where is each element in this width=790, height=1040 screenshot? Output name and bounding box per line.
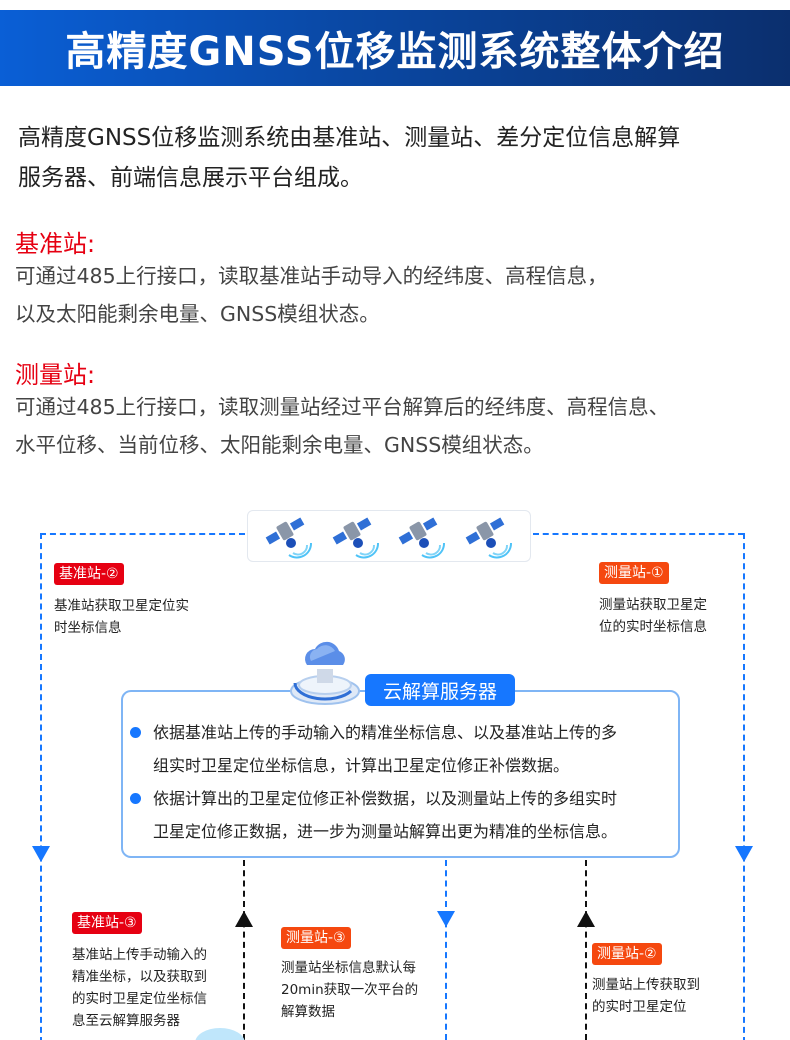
note-measure-step-3: 测量站坐标信息默认每 20min获取一次平台的 解算数据 <box>281 957 418 1023</box>
bullet-item: 依据计算出的卫星定位修正补偿数据，以及测量站上传的多组实时 卫星定位修正数据，进… <box>130 782 675 848</box>
connector-right-vertical <box>743 533 745 1040</box>
note-base-step-2: 基准站获取卫星定位实 时坐标信息 <box>54 595 189 639</box>
base-station-line-2: 以及太阳能剩余电量、GNSS模组状态。 <box>15 302 380 326</box>
connector-top-left <box>40 533 245 535</box>
bullet-line: 卫星定位修正数据，进一步为测量站解算出更为精准的坐标信息。 <box>153 822 618 841</box>
globe-icon <box>195 1028 245 1040</box>
note-line: 测量站坐标信息默认每 <box>281 960 416 976</box>
note-line: 位的实时坐标信息 <box>599 619 707 635</box>
arrow-down-left-icon <box>32 846 50 862</box>
tag-base-step-2: 基准站-② <box>54 563 124 585</box>
note-line: 精准坐标，以及获取到 <box>72 969 207 985</box>
connector-measure-upload <box>585 860 587 1040</box>
connector-base-upload <box>243 860 245 1040</box>
measure-station-line-1: 可通过485上行接口，读取测量站经过平台解算后的经纬度、高程信息、 <box>15 395 670 419</box>
note-line: 的实时卫星定位 <box>592 999 687 1015</box>
note-line: 测量站上传获取到 <box>592 977 700 993</box>
intro-line-2: 服务器、前端信息展示平台组成。 <box>18 165 363 191</box>
connector-left-vertical <box>40 533 42 1040</box>
header-banner: 高精度GNSS位移监测系统整体介绍 <box>0 10 790 86</box>
cloud-server-panel <box>121 690 680 858</box>
satellite-icon <box>463 513 515 559</box>
bullet-line: 依据基准站上传的手动输入的精准坐标信息、以及基准站上传的多 <box>153 723 618 742</box>
bullet-line: 依据计算出的卫星定位修正补偿数据，以及测量站上传的多组实时 <box>153 789 618 808</box>
connector-server-download <box>445 860 447 1040</box>
arrow-down-right-icon <box>735 846 753 862</box>
measure-station-description: 可通过485上行接口，读取测量站经过平台解算后的经纬度、高程信息、 水平位移、当… <box>15 388 790 464</box>
satellite-group <box>247 510 531 562</box>
arrow-down-center-icon <box>437 911 455 927</box>
intro-line-1: 高精度GNSS位移监测系统由基准站、测量站、差分定位信息解算 <box>18 125 681 151</box>
note-measure-step-2: 测量站上传获取到 的实时卫星定位 <box>592 974 700 1018</box>
intro-paragraph: 高精度GNSS位移监测系统由基准站、测量站、差分定位信息解算 服务器、前端信息展… <box>18 118 788 198</box>
measure-station-heading: 测量站: <box>15 361 96 389</box>
note-line: 解算数据 <box>281 1004 335 1020</box>
connector-top-right <box>533 533 744 535</box>
note-line: 的实时卫星定位坐标信 <box>72 991 207 1007</box>
arrow-up-base-icon <box>235 911 253 927</box>
satellite-icon <box>263 513 315 559</box>
note-line: 测量站获取卫星定 <box>599 597 707 613</box>
bullet-item: 依据基准站上传的手动输入的精准坐标信息、以及基准站上传的多 组实时卫星定位坐标信… <box>130 716 675 782</box>
note-line: 基准站上传手动输入的 <box>72 947 207 963</box>
note-measure-step-1: 测量站获取卫星定 位的实时坐标信息 <box>599 594 707 638</box>
satellite-icon <box>396 513 448 559</box>
tag-measure-step-3: 测量站-③ <box>281 927 351 949</box>
satellite-icon <box>330 513 382 559</box>
base-station-description: 可通过485上行接口，读取基准站手动导入的经纬度、高程信息， 以及太阳能剩余电量… <box>15 257 790 333</box>
bullet-line: 组实时卫星定位坐标信息，计算出卫星定位修正补偿数据。 <box>153 756 570 775</box>
note-line: 基准站获取卫星定位实 <box>54 598 189 614</box>
page-title: 高精度GNSS位移监测系统整体介绍 <box>65 29 725 75</box>
bullet-dot-icon <box>130 727 141 738</box>
note-line: 息至云解算服务器 <box>72 1013 180 1029</box>
cloud-server-icon <box>283 625 368 710</box>
note-line: 20min获取一次平台的 <box>281 982 419 998</box>
cloud-server-bullets: 依据基准站上传的手动输入的精准坐标信息、以及基准站上传的多 组实时卫星定位坐标信… <box>130 716 675 848</box>
measure-station-line-2: 水平位移、当前位移、太阳能剩余电量、GNSS模组状态。 <box>15 433 544 457</box>
note-line: 时坐标信息 <box>54 620 122 636</box>
arrow-up-measure-icon <box>577 911 595 927</box>
tag-measure-step-2: 测量站-② <box>592 943 662 965</box>
base-station-heading: 基准站: <box>15 230 96 258</box>
tag-measure-step-1: 测量站-① <box>599 562 669 584</box>
tag-base-step-3: 基准站-③ <box>72 912 142 934</box>
cloud-server-label: 云解算服务器 <box>365 674 515 706</box>
base-station-line-1: 可通过485上行接口，读取基准站手动导入的经纬度、高程信息， <box>15 264 608 288</box>
note-base-step-3: 基准站上传手动输入的 精准坐标，以及获取到 的实时卫星定位坐标信 息至云解算服务… <box>72 944 207 1032</box>
bullet-dot-icon <box>130 793 141 804</box>
